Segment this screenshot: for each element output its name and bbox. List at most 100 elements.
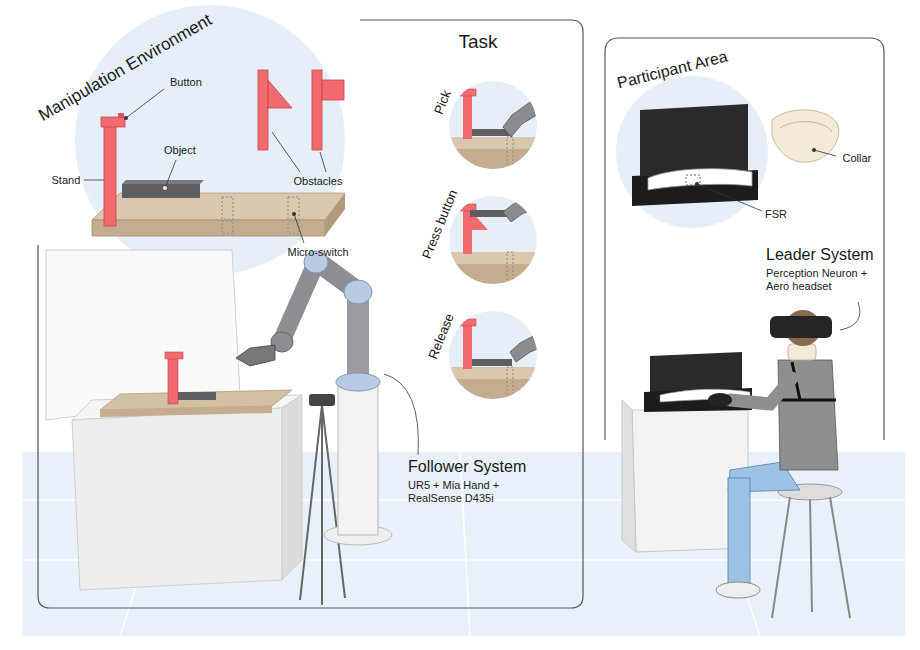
leg xyxy=(728,478,750,583)
leader-dot xyxy=(812,148,816,152)
task-scene xyxy=(447,190,545,294)
leader-dot xyxy=(124,116,128,120)
leader-line xyxy=(320,152,326,172)
stool-leg xyxy=(830,497,850,618)
part-callout: Stand xyxy=(52,174,81,187)
part-callout: FSR xyxy=(765,208,787,221)
micro-switch xyxy=(507,367,513,409)
part-callout: Collar xyxy=(843,152,872,165)
leader-line xyxy=(840,302,860,330)
robot-joint xyxy=(336,373,380,391)
table xyxy=(72,408,282,590)
stand-cap xyxy=(165,352,183,359)
leader-line xyxy=(126,89,164,118)
board-top xyxy=(447,137,539,149)
collar xyxy=(772,110,839,162)
board-front xyxy=(447,264,539,294)
circle-shape xyxy=(75,5,345,275)
stand-cap xyxy=(460,319,476,326)
board-top xyxy=(447,252,539,264)
case-lid xyxy=(640,104,748,176)
case-lid xyxy=(650,352,742,394)
board-side xyxy=(325,193,345,236)
desk-side xyxy=(622,400,636,552)
micro-switch xyxy=(507,137,513,179)
object xyxy=(472,359,512,366)
stand xyxy=(168,356,178,404)
stand xyxy=(463,321,472,369)
board-front xyxy=(447,149,539,179)
part-callout: Object xyxy=(164,144,196,157)
robot-joint xyxy=(344,280,372,304)
stand-cap xyxy=(460,89,476,96)
leader-line xyxy=(294,214,304,243)
stand-cap xyxy=(101,117,125,127)
robot-pedestal xyxy=(338,385,378,535)
leader-dot xyxy=(292,212,296,216)
obstacle xyxy=(322,80,344,100)
object xyxy=(122,184,200,198)
tripod-leg xyxy=(300,405,322,600)
arm-rest xyxy=(648,169,752,190)
stand-cap xyxy=(460,204,476,211)
button xyxy=(118,113,124,118)
leader-dot xyxy=(695,182,699,186)
obstacle xyxy=(268,80,292,108)
leader-line xyxy=(384,374,418,455)
fsr-sensor xyxy=(686,175,700,185)
object xyxy=(178,392,216,400)
system-components: UR5 + Mia Hand + RealSense D435i xyxy=(408,479,513,504)
camera xyxy=(309,394,335,406)
obstacle xyxy=(312,70,322,150)
leader-line xyxy=(165,160,176,188)
tripod-leg xyxy=(321,405,323,605)
robot-link xyxy=(282,265,315,340)
headset xyxy=(770,316,832,338)
leader-dot xyxy=(163,186,167,190)
glove xyxy=(708,393,732,407)
robot-hand xyxy=(510,330,548,362)
micro-switch xyxy=(222,221,233,234)
section-heading: Task xyxy=(459,31,498,53)
leader-line xyxy=(272,132,300,172)
robot-link xyxy=(347,295,369,380)
robot-hand xyxy=(503,95,545,137)
stool-leg xyxy=(810,499,812,612)
leader-line xyxy=(814,150,836,156)
table-side xyxy=(282,395,302,580)
task-scene xyxy=(447,319,548,409)
part-callout: Micro-switch xyxy=(288,246,349,259)
task-scene xyxy=(447,89,545,179)
robot-hand xyxy=(236,345,275,366)
object-top xyxy=(122,180,204,184)
harness xyxy=(780,399,836,402)
micro-switch xyxy=(507,252,513,294)
leader-line xyxy=(697,184,762,211)
node-heading: Pick xyxy=(431,88,454,116)
panel-border xyxy=(605,38,884,440)
board-front xyxy=(100,406,272,417)
system-components: Perception Neuron + Aero headset xyxy=(766,267,878,292)
micro-switch xyxy=(288,197,299,219)
board-top xyxy=(447,367,539,379)
part-callout: Button xyxy=(170,76,202,89)
obstacle xyxy=(258,70,268,150)
circle-shape xyxy=(616,76,768,228)
stand xyxy=(463,91,472,139)
arm xyxy=(730,378,792,404)
micro-switch xyxy=(222,197,233,219)
board-front xyxy=(92,220,325,236)
leader-line xyxy=(84,180,104,181)
collar xyxy=(788,344,816,360)
stool-leg xyxy=(772,497,790,618)
shoe xyxy=(716,582,760,598)
board-front xyxy=(447,379,539,409)
system-title: Follower System xyxy=(408,458,526,476)
robot-hand xyxy=(503,190,545,222)
part-callout: Obstacles xyxy=(294,175,343,188)
collar-seam xyxy=(780,122,832,132)
stand xyxy=(104,124,116,226)
